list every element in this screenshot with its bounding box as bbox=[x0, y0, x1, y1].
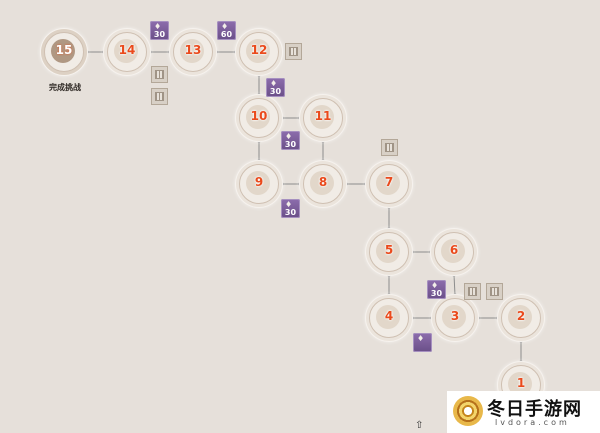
chest-glyph-icon bbox=[155, 70, 164, 79]
currency-icon: ♦ bbox=[154, 22, 162, 31]
treasure-chest-icon[interactable] bbox=[151, 66, 168, 83]
treasure-chest-icon[interactable] bbox=[381, 139, 398, 156]
reward-badge[interactable]: ♦ 30 bbox=[281, 131, 300, 150]
stage-number: 6 bbox=[449, 243, 459, 257]
stage-node-13[interactable]: 13 bbox=[170, 29, 216, 75]
chest-glyph-icon bbox=[468, 287, 477, 296]
currency-icon: ♦ bbox=[285, 132, 293, 141]
chest-glyph-icon bbox=[155, 92, 164, 101]
stage-node-4[interactable]: 4 bbox=[366, 295, 412, 341]
stage-number: 5 bbox=[384, 243, 394, 257]
chest-glyph-icon bbox=[289, 47, 298, 56]
path-connector bbox=[453, 274, 456, 296]
treasure-chest-icon[interactable] bbox=[151, 88, 168, 105]
stage-node-10[interactable]: 10 bbox=[236, 95, 282, 141]
stage-number: 9 bbox=[254, 175, 264, 189]
complete-challenge-label: 完成挑战 bbox=[49, 83, 81, 92]
currency-icon: ♦ bbox=[431, 281, 439, 290]
currency-icon: ♦ bbox=[221, 22, 229, 31]
reward-amount: 30 bbox=[284, 140, 297, 149]
treasure-chest-icon[interactable] bbox=[464, 283, 481, 300]
stage-node-8[interactable]: 8 bbox=[300, 161, 346, 207]
stage-number: 8 bbox=[318, 175, 328, 189]
currency-icon: ♦ bbox=[270, 79, 278, 88]
reward-amount: 30 bbox=[430, 289, 443, 298]
watermark-url: lvdora.com bbox=[495, 418, 570, 427]
stage-node-15[interactable]: 15 bbox=[41, 29, 87, 75]
reward-badge[interactable]: ♦ 30 bbox=[281, 199, 300, 218]
stage-number: 11 bbox=[314, 109, 332, 123]
stage-number: 14 bbox=[118, 43, 136, 57]
currency-icon: ♦ bbox=[417, 334, 425, 343]
currency-icon: ♦ bbox=[285, 200, 293, 209]
stage-number: 15 bbox=[55, 43, 73, 57]
reward-badge[interactable]: ♦ 60 bbox=[217, 21, 236, 40]
chest-glyph-icon bbox=[385, 143, 394, 152]
reward-badge[interactable]: ♦ 30 bbox=[427, 280, 446, 299]
stage-number: 3 bbox=[450, 309, 460, 323]
reward-amount: 30 bbox=[284, 208, 297, 217]
stage-number: 2 bbox=[516, 309, 526, 323]
chest-glyph-icon bbox=[490, 287, 499, 296]
stage-node-5[interactable]: 5 bbox=[366, 229, 412, 275]
watermark: 冬日手游网 lvdora.com bbox=[447, 391, 600, 433]
reward-badge[interactable]: ♦ 30 bbox=[266, 78, 285, 97]
stage-number: 10 bbox=[250, 109, 268, 123]
reward-badge[interactable]: ♦ bbox=[413, 333, 432, 352]
treasure-chest-icon[interactable] bbox=[486, 283, 503, 300]
stage-number: 7 bbox=[384, 175, 394, 189]
stage-number: 12 bbox=[250, 43, 268, 57]
stage-node-2[interactable]: 2 bbox=[498, 295, 544, 341]
stage-node-6[interactable]: 6 bbox=[431, 229, 477, 275]
stage-number: 1 bbox=[516, 376, 526, 390]
watermark-title: 冬日手游网 bbox=[487, 399, 582, 420]
reward-badge[interactable]: ♦ 30 bbox=[150, 21, 169, 40]
stage-node-9[interactable]: 9 bbox=[236, 161, 282, 207]
stage-node-7[interactable]: 7 bbox=[366, 161, 412, 207]
stage-node-3[interactable]: 3 bbox=[432, 295, 478, 341]
reward-amount: 30 bbox=[153, 30, 166, 39]
site-logo-icon bbox=[453, 396, 483, 426]
stage-node-11[interactable]: 11 bbox=[300, 95, 346, 141]
stage-number: 13 bbox=[184, 43, 202, 57]
stage-node-12[interactable]: 12 bbox=[236, 29, 282, 75]
treasure-chest-icon[interactable] bbox=[285, 43, 302, 60]
stage-number: 4 bbox=[384, 309, 394, 323]
reward-amount: 60 bbox=[220, 30, 233, 39]
mouse-cursor-icon: ⇧ bbox=[415, 420, 424, 431]
reward-amount: 30 bbox=[269, 87, 282, 96]
stage-node-14[interactable]: 14 bbox=[104, 29, 150, 75]
